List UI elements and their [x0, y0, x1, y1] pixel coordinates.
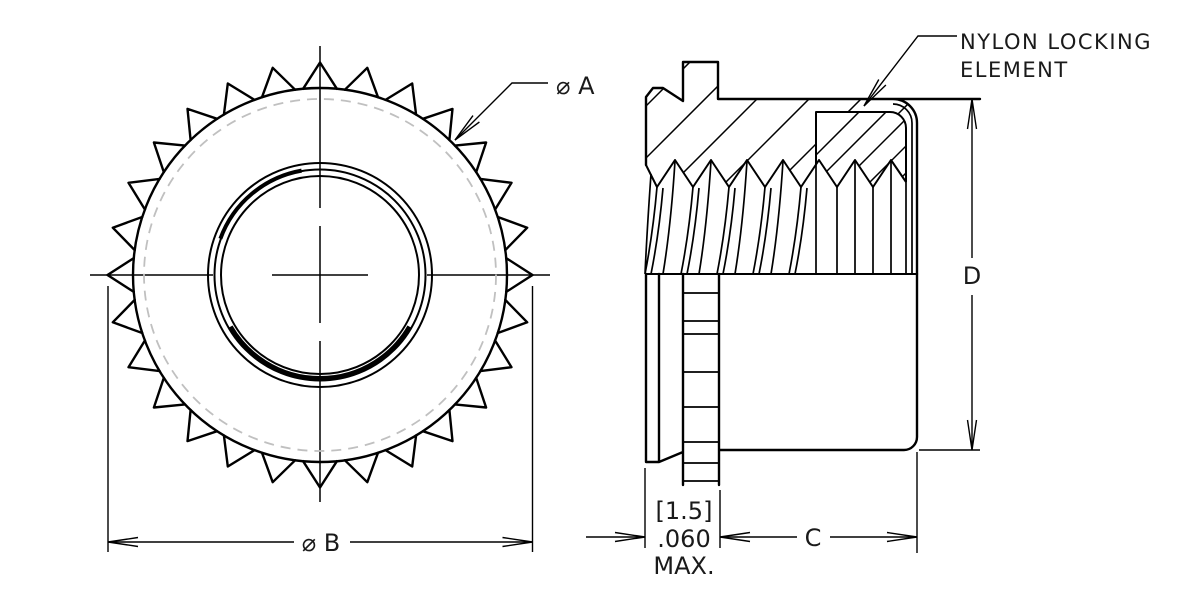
thread-profile	[645, 159, 907, 188]
nylon-note-leader-line	[863, 35, 957, 107]
dim-c-label: C	[805, 524, 822, 552]
nylon-note-arrowhead	[863, 79, 887, 107]
thread-major-circle	[207, 162, 433, 388]
shoulder-arrowhead	[614, 531, 646, 543]
thread-minor-circle	[220, 175, 420, 375]
dim-d-arrowhead-top	[966, 98, 978, 130]
dim-d-arrowhead-bottom	[966, 419, 978, 451]
serration-teeth	[106, 61, 534, 489]
dim-c-arrowhead-left	[719, 531, 751, 543]
nylon-note-line2: ELEMENT	[960, 58, 1069, 82]
nylon-element-grooves	[815, 161, 907, 274]
dia-b-arrowhead-right	[502, 536, 533, 548]
dim-c-dimension: C	[719, 452, 918, 553]
shank-serration-lines	[683, 292, 719, 482]
flange-outer-circle	[131, 86, 509, 464]
shoulder-metric-label: [1.5]	[656, 497, 713, 525]
dim-c-arrowhead-right	[886, 531, 918, 543]
dim-d-label: D	[963, 262, 981, 290]
nylon-element-outline	[815, 111, 907, 182]
dia-a-callout: ⌀ A	[454, 72, 595, 141]
dia-b-arrowhead-left	[107, 536, 139, 548]
nylon-note-line1: NYLON LOCKING	[960, 30, 1152, 54]
pilot-dashed-circle	[143, 98, 497, 452]
section-outline	[644, 60, 982, 276]
exterior-lower-outline	[644, 272, 919, 487]
dia-b-dimension: ⌀ B	[107, 286, 534, 557]
dia-a-label: ⌀ A	[556, 72, 595, 100]
dim-c-extension-lines	[719, 452, 918, 553]
thread-helix-lines	[644, 160, 808, 275]
dim-d-dimension: D	[919, 98, 981, 451]
side-view	[644, 60, 982, 487]
nylon-note: NYLON LOCKING ELEMENT	[863, 30, 1152, 107]
dia-a-arrowhead	[454, 115, 480, 141]
shoulder-qualifier-label: MAX.	[653, 552, 714, 580]
front-centerlines	[90, 46, 550, 502]
face-chamfer-line	[892, 103, 913, 274]
dia-a-leader-line	[454, 82, 548, 141]
dia-b-label: ⌀ B	[302, 529, 341, 557]
thread-helix-arc-lower	[229, 325, 411, 380]
front-view	[90, 46, 550, 502]
thread-circles	[207, 162, 433, 388]
shoulder-inch-label: .060	[657, 525, 710, 553]
shoulder-dimension: [1.5] .060 MAX.	[586, 468, 715, 580]
thread-mid-circle	[213, 168, 427, 382]
thread-helix-arc-upper	[218, 168, 302, 240]
dia-b-extension-lines	[107, 286, 534, 552]
